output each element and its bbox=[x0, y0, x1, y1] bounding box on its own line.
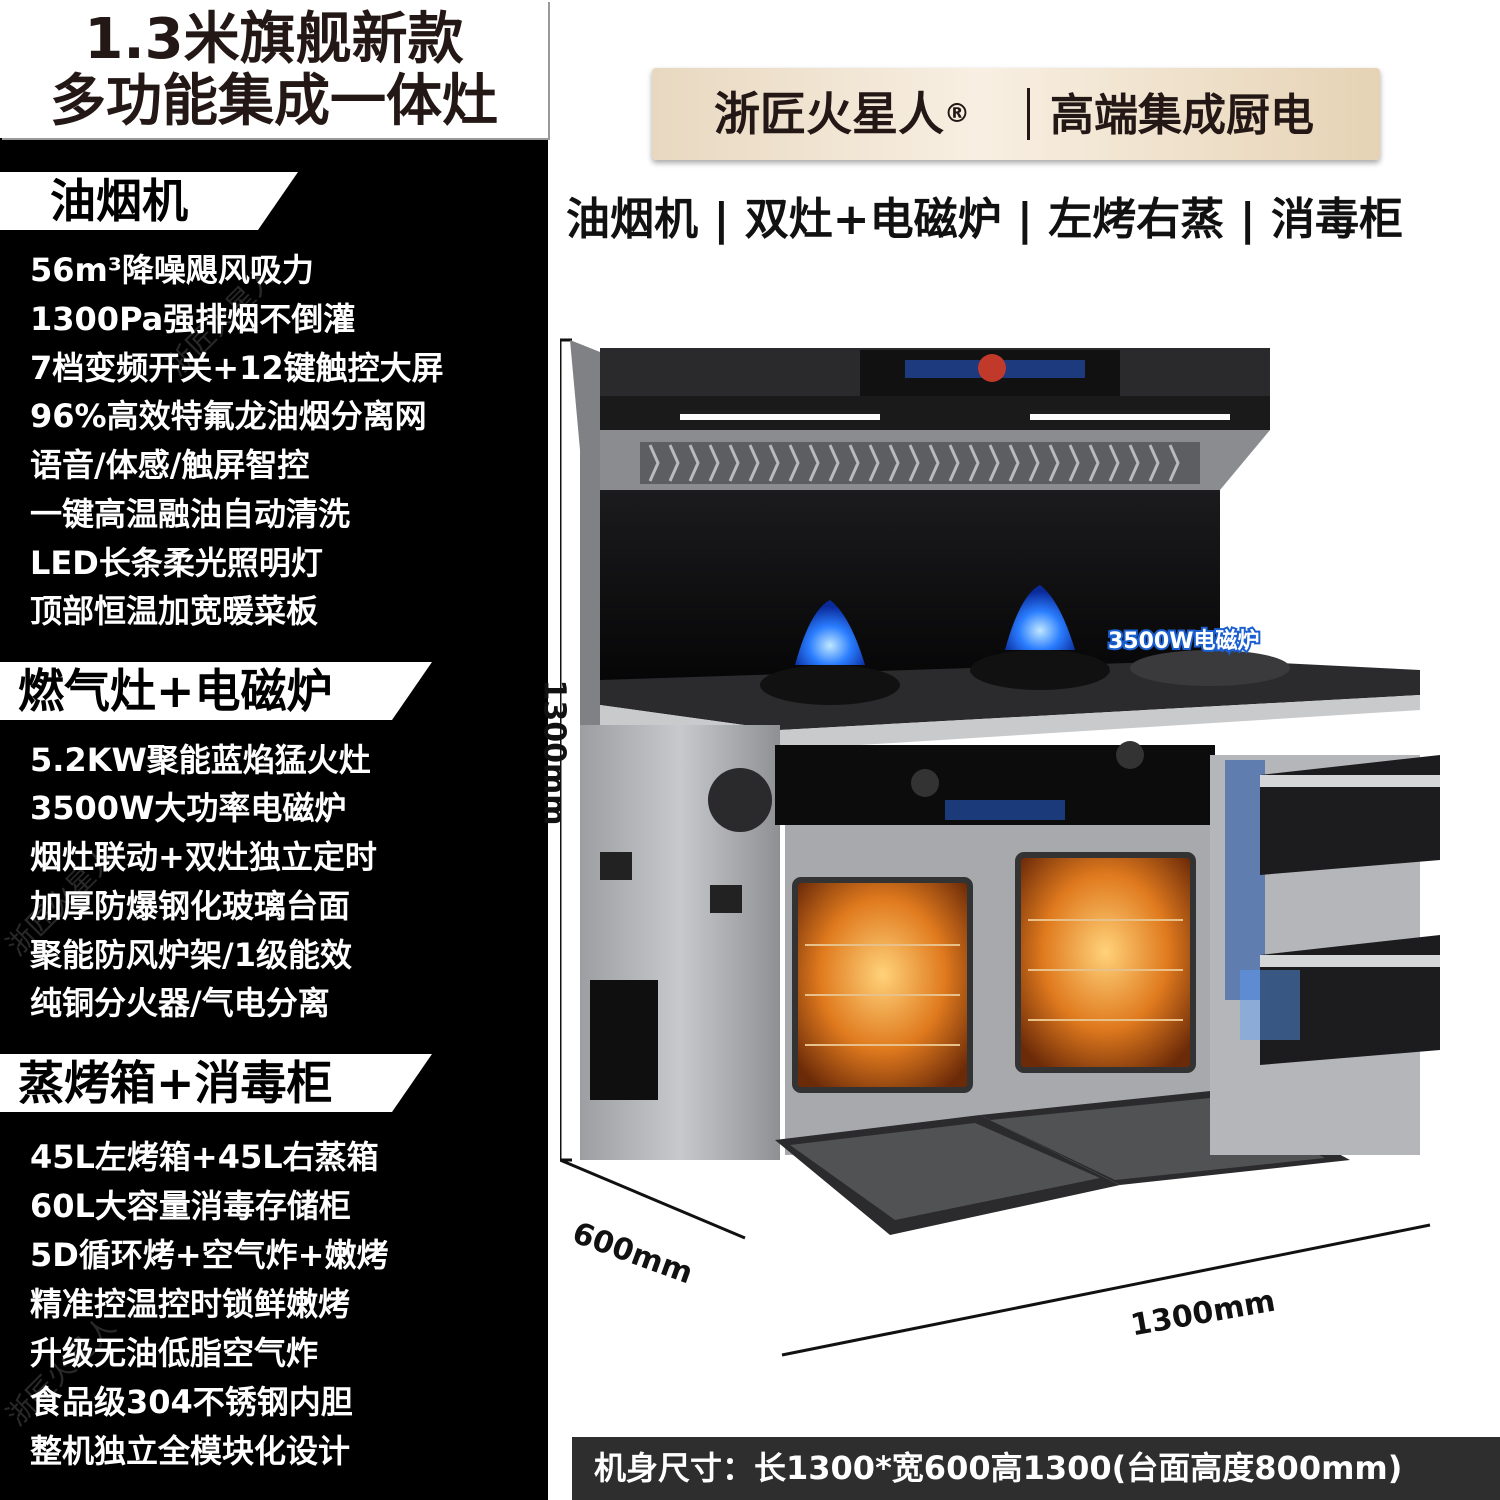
feature-item: LED长条柔光照明灯 bbox=[30, 544, 323, 582]
feature-item: 60L大容量消毒存储柜 bbox=[30, 1187, 351, 1225]
title-line-1: 1.3米旗舰新款 bbox=[84, 7, 464, 72]
brand-banner: 浙匠火星人® 高端集成厨电 bbox=[652, 68, 1380, 160]
feature-item: 5D循环烤+空气炸+嫩烤 bbox=[30, 1236, 389, 1274]
feature-item: 聚能防风炉架/1级能效 bbox=[30, 936, 352, 974]
divider bbox=[1027, 88, 1030, 140]
height-dimension-label: 1300mm bbox=[536, 679, 572, 826]
feature-item: 食品级304不锈钢内胆 bbox=[30, 1383, 353, 1421]
feature-item: 56m³降噪飓风吸力 bbox=[30, 251, 314, 289]
dimensions-footer: 机身尺寸：长1300*宽600高1300(台面高度800mm) bbox=[572, 1437, 1500, 1500]
title-line-2: 多功能集成一体灶 bbox=[50, 69, 498, 134]
feature-item: 整机独立全模块化设计 bbox=[30, 1432, 351, 1470]
feature-item: 顶部恒温加宽暖菜板 bbox=[30, 592, 319, 630]
section-heading-oven-cabinet: 蒸烤箱+消毒柜 bbox=[0, 1054, 432, 1112]
feature-item: 升级无油低脂空气炸 bbox=[30, 1334, 319, 1372]
section-heading-range-hood: 油烟机 bbox=[0, 172, 298, 230]
brand-name: 浙匠火星人® bbox=[714, 87, 970, 141]
title-box: 1.3米旗舰新款 多功能集成一体灶 bbox=[0, 0, 548, 138]
feature-item: 45L左烤箱+45L右蒸箱 bbox=[30, 1138, 379, 1176]
feature-item: 语音/体感/触屏智控 bbox=[30, 446, 310, 484]
feature-item: 加厚防爆钢化玻璃台面 bbox=[30, 887, 351, 925]
feature-item: 1300Pa强排烟不倒灌 bbox=[30, 300, 356, 338]
feature-item: 3500W大功率电磁炉 bbox=[30, 789, 347, 827]
feature-item: 96%高效特氟龙油烟分离网 bbox=[30, 397, 427, 435]
feature-item: 烟灶联动+双灶独立定时 bbox=[30, 838, 377, 876]
feature-item: 5.2KW聚能蓝焰猛火灶 bbox=[30, 741, 371, 779]
brand-tagline: 高端集成厨电 bbox=[1050, 90, 1314, 141]
section-heading-stove: 燃气灶+电磁炉 bbox=[0, 662, 432, 720]
feature-panel: 浙匠火星人 浙匠火星人 浙匠火星人 1.3米旗舰新款 多功能集成一体灶 油烟机 … bbox=[0, 0, 548, 1500]
feature-item: 纯铜分火器/气电分离 bbox=[30, 984, 330, 1022]
feature-item: 精准控温控时锁鲜嫩烤 bbox=[30, 1285, 351, 1323]
induction-label: 3500W电磁炉 bbox=[1108, 628, 1260, 654]
product-subtitle: 油烟机 | 双灶+电磁炉 | 左烤右蒸 | 消毒柜 bbox=[566, 194, 1403, 245]
feature-item: 一键高温融油自动清洗 bbox=[30, 495, 351, 533]
product-image: 3500W电磁炉 bbox=[560, 338, 1440, 1357]
registered-mark: ® bbox=[944, 99, 970, 129]
feature-item: 7档变频开关+12键触控大屏 bbox=[30, 349, 444, 387]
